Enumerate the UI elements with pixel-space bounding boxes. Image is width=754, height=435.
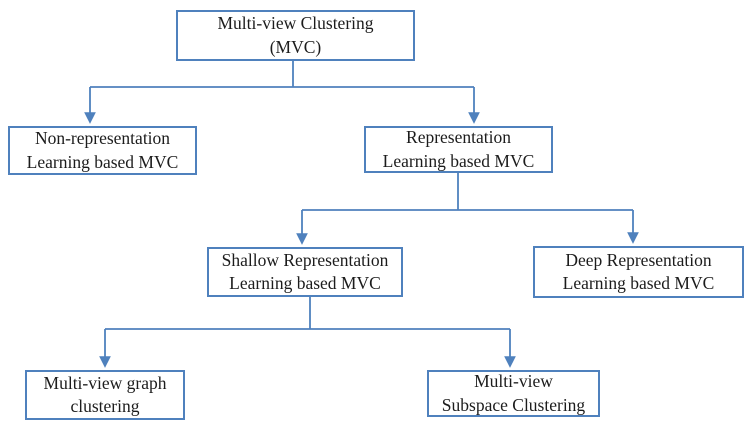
node-shallow-representation-mvc: Shallow Representation Learning based MV…: [207, 247, 403, 297]
node-label-line: Shallow Representation: [221, 249, 389, 270]
node-multi-view-graph-clustering: Multi-view graph clustering: [25, 370, 185, 420]
node-label-line: Multi-view: [474, 371, 553, 392]
node-representation-mvc: Representation Learning based MVC: [364, 126, 553, 173]
connector-mvc-to-children: [84, 61, 480, 124]
node-multi-view-subspace-clustering: Multi-view Subspace Clustering: [427, 370, 600, 417]
node-label-line: Multi-view Clustering: [217, 13, 374, 34]
connector-shallow-to-children: [99, 297, 516, 368]
node-label-line: Non-representation: [34, 128, 171, 149]
node-label-line: Deep Representation: [565, 249, 712, 270]
connector-rep-to-children: [296, 173, 639, 245]
node-label-line: Subspace Clustering: [441, 394, 586, 415]
node-multi-view-clustering: Multi-view Clustering (MVC): [176, 10, 415, 61]
node-label-line: Learning based MVC: [229, 273, 381, 293]
node-non-representation-mvc: Non-representation Learning based MVC: [8, 126, 197, 175]
node-label-line: (MVC): [269, 36, 322, 57]
node-label-line: Learning based MVC: [562, 273, 715, 293]
node-deep-representation-mvc: Deep Representation Learning based MVC: [533, 246, 744, 298]
node-label-line: Representation: [406, 127, 511, 148]
node-label-line: Learning based MVC: [382, 150, 535, 171]
node-label-line: Multi-view graph: [43, 372, 167, 393]
node-label-line: Learning based MVC: [26, 151, 179, 172]
node-label-line: clustering: [70, 396, 140, 416]
